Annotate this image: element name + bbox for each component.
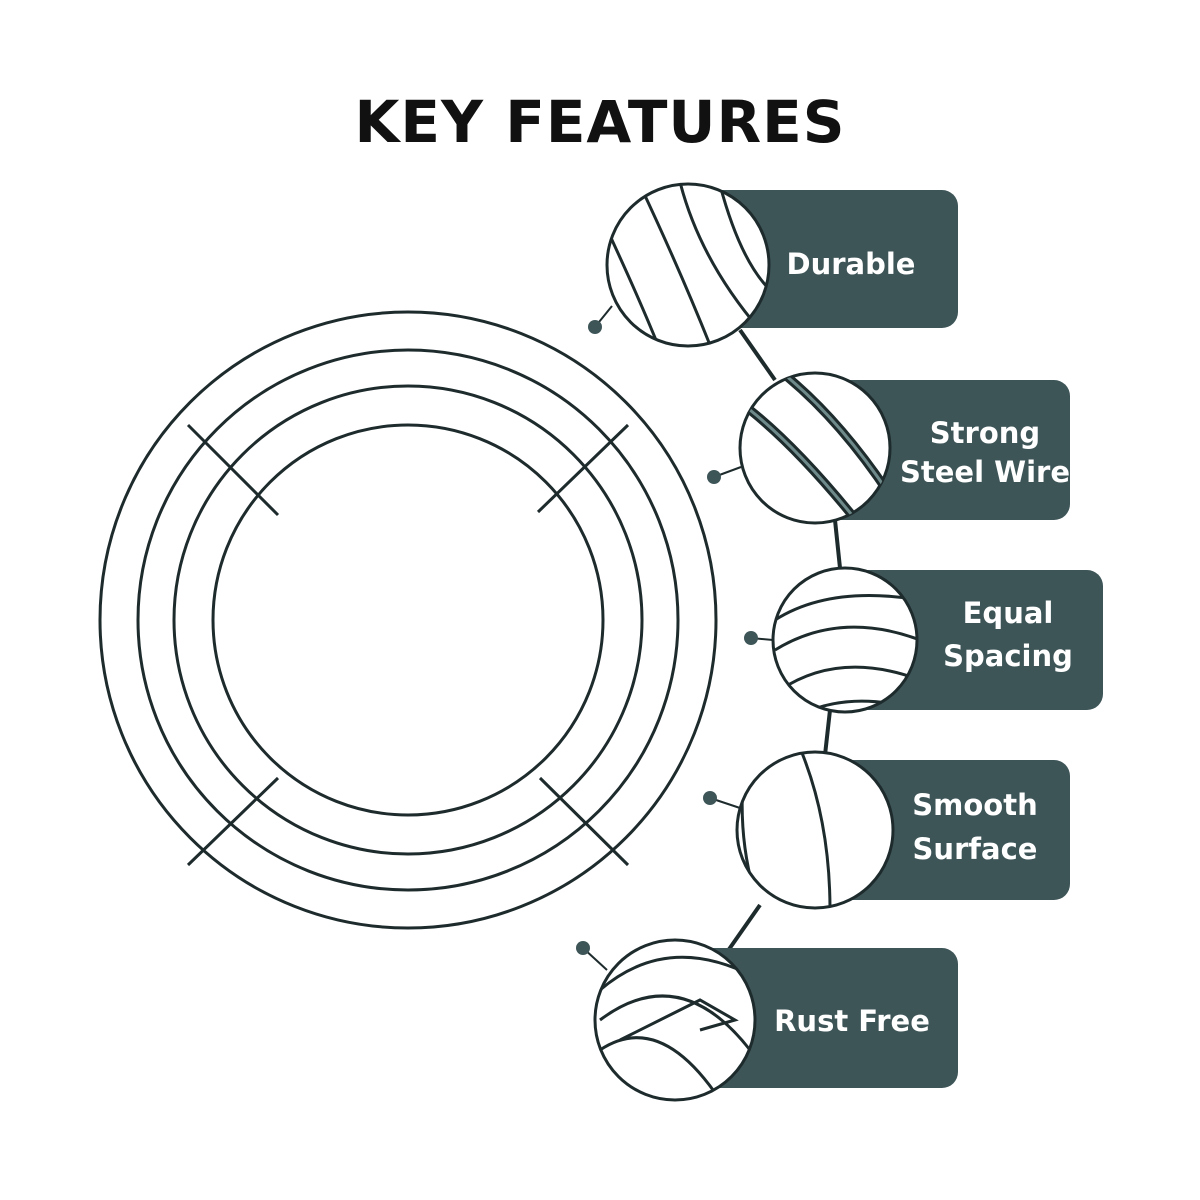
- feature-label: Surface: [913, 832, 1038, 866]
- feature-label: Steel Wire: [900, 455, 1070, 489]
- feature-strong-steel-wire: Strong Steel Wire: [707, 371, 1070, 525]
- feature-label: Durable: [787, 247, 916, 281]
- svg-text:Smooth: Smooth: [912, 788, 1037, 822]
- svg-text:Steel Wire: Steel Wire: [900, 455, 1070, 489]
- page-title: KEY FEATURES: [354, 88, 846, 156]
- wire-closeup-icon: [607, 184, 769, 346]
- svg-text:Strong: Strong: [930, 416, 1040, 450]
- dot-marker-icon: [576, 941, 590, 955]
- svg-text:Equal: Equal: [963, 596, 1054, 630]
- feature-label: Rust Free: [774, 1004, 930, 1038]
- feature-label: Equal: [963, 596, 1054, 630]
- dot-marker-icon: [744, 631, 758, 645]
- svg-text:Rust Free: Rust Free: [774, 1004, 930, 1038]
- dot-marker-icon: [588, 320, 602, 334]
- wire-closeup-icon: [599, 955, 755, 1100]
- feature-rust-free: Rust Free: [576, 938, 958, 1102]
- wire-wreath-frame: [98, 310, 718, 930]
- feature-label: Strong: [930, 416, 1040, 450]
- feature-smooth-surface: Smooth Surface: [703, 750, 1070, 910]
- svg-text:Surface: Surface: [913, 832, 1038, 866]
- svg-text:Durable: Durable: [787, 247, 916, 281]
- feature-label: Spacing: [943, 639, 1073, 673]
- wire-closeup-icon: [747, 373, 890, 523]
- dot-marker-icon: [707, 470, 721, 484]
- svg-text:Spacing: Spacing: [943, 639, 1073, 673]
- feature-equal-spacing: Equal Spacing: [744, 566, 1103, 714]
- dot-marker-icon: [703, 791, 717, 805]
- feature-label: Smooth: [912, 788, 1037, 822]
- connector-lines: [723, 328, 842, 957]
- feature-durable: Durable: [588, 182, 958, 348]
